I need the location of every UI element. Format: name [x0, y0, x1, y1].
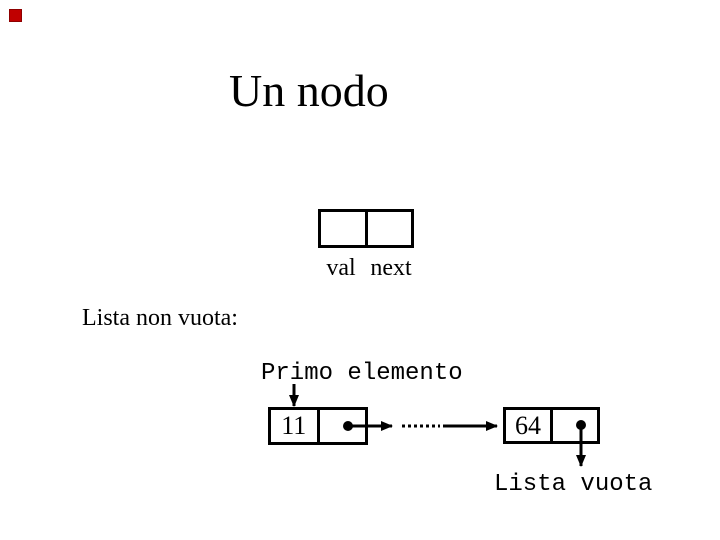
- list-section-heading: Lista non vuota:: [82, 305, 238, 331]
- node-next-cell: [320, 410, 366, 442]
- page-title: Un nodo: [229, 65, 389, 116]
- node-next-cell: [553, 410, 597, 441]
- node-field-labels: val next: [316, 256, 416, 280]
- list-node-last: 64: [503, 407, 600, 444]
- slide-corner-marker: [9, 9, 22, 22]
- list-node-first: 11: [268, 407, 368, 445]
- empty-list-label: Lista vuota: [494, 471, 653, 498]
- node-next-cell: [368, 212, 412, 245]
- node-diagram-box: [318, 209, 414, 248]
- node-value: 64: [515, 410, 541, 440]
- node-value: 11: [281, 411, 307, 440]
- next-field-label: next: [370, 255, 412, 281]
- node-val-cell: 11: [271, 410, 320, 442]
- val-field-label: val: [326, 255, 356, 281]
- first-element-label: Primo elemento: [261, 360, 463, 387]
- node-val-cell: 64: [506, 410, 553, 441]
- node-val-cell: [321, 212, 368, 245]
